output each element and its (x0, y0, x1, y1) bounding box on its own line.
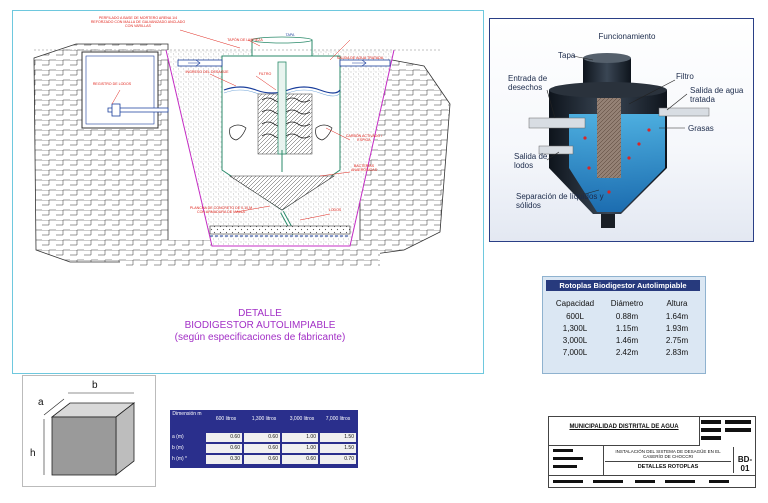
rotoplas-table: Rotoplas Biodigestor Autolimpiable Capac… (542, 276, 706, 374)
func-label-salida-agua: Salida de agua tratada (690, 86, 744, 104)
dim-cell: 0.60 (244, 455, 280, 464)
rotoplas-cell: 2.75m (665, 336, 689, 345)
dim-table-header: 7,000 litros (325, 416, 351, 422)
func-label-tapa: Tapa (558, 51, 576, 60)
label-tapon: TAPÓN DE LIMPIEZA (227, 38, 263, 42)
title-block-code: BD-01 (737, 455, 753, 473)
func-label-entrada: Entrada de desechos (508, 74, 548, 92)
dim-label-b: b (92, 380, 98, 391)
detail-line-2: BIODIGESTOR AUTOLIMPIABLE (184, 320, 336, 331)
label-registro: REGISTRO DE LODOS (92, 82, 132, 86)
rotoplas-cell: 3,000L (562, 336, 588, 345)
title-block-sheet: DETALLES ROTOPLAS (637, 464, 699, 470)
rotoplas-cell: 7,000L (562, 348, 588, 357)
rotoplas-header-diametro: Diámetro (610, 299, 644, 308)
title-block-bar (701, 436, 721, 440)
rotoplas-header-capacidad: Capacidad (555, 299, 595, 308)
dim-cell: 0.30 (206, 455, 242, 464)
box-dimensions-frame (22, 375, 156, 487)
sludge-cone (228, 175, 336, 211)
dim-label-a: a (38, 397, 44, 408)
title-block-org-cell: MUNICIPALIDAD DISTRITAL DE AGUA (549, 417, 700, 446)
func-label-grasas: Grasas (688, 124, 714, 133)
title-block-footer (549, 475, 755, 488)
dim-row-label: h (m) * (172, 456, 187, 462)
label-plancha: PLANCHA DE CONCRETO DE 0.10 M CON ARMADU… (189, 206, 253, 214)
title-block-bar (725, 428, 751, 432)
title-block-code-cell: BD-01 (733, 447, 756, 473)
dimension-table: Dimensión m 600 litros 1,300 litros 3,00… (170, 410, 358, 468)
label-tapa: TAPA (285, 33, 295, 37)
label-top-note: PERFILADO A BASE DE MORTERO ARENA 1/4 RE… (90, 16, 186, 28)
dim-cell: 1.50 (320, 444, 356, 453)
label-lodos: LODOS (328, 208, 342, 212)
title-block-project-cell: INSTALACIÓN DEL SISTEMA DE DESAGÜE EN EL… (605, 447, 731, 462)
dim-cell: 1.50 (320, 433, 356, 442)
dim-cell: 0.60 (244, 444, 280, 453)
title-block-bar (701, 428, 721, 432)
title-block-org: MUNICIPALIDAD DISTRITAL DE AGUA (569, 424, 679, 430)
label-ingreso: INGRESO DEL DESAGÜE (185, 70, 229, 74)
rotoplas-cell: 2.83m (665, 348, 689, 357)
excavation-line (165, 49, 395, 247)
rotoplas-cell: 1.46m (615, 336, 639, 345)
func-label-separacion: Separación de líquidos y sólidos (516, 192, 604, 210)
title-block-left-cell (549, 445, 604, 475)
label-salida-agua: SALIDA DE AGUA TRATADA (336, 56, 384, 60)
label-bacterias: BACTERIAS ANAERÓBICAS (351, 164, 377, 172)
dim-cell: 1.00 (282, 433, 318, 442)
cad-drawing-frame (12, 10, 484, 374)
dim-table-header: 3,000 litros (289, 416, 315, 422)
dim-cell: 0.60 (282, 455, 318, 464)
title-block-bar (725, 420, 751, 424)
detail-caption: DETALLE BIODIGESTOR AUTOLIMPIABLE (según… (160, 308, 360, 344)
title-block-bar (701, 420, 721, 424)
dim-cell: 0.60 (244, 433, 280, 442)
box-dimensions-drawing (43, 392, 136, 476)
rotoplas-table-title: Rotoplas Biodigestor Autolimpiable (546, 280, 700, 291)
label-filtro: FILTRO (258, 72, 272, 76)
dim-cell: 0.60 (206, 433, 242, 442)
rotoplas-cell: 1,300L (562, 324, 588, 333)
title-block-sheet-cell: DETALLES ROTOPLAS (605, 463, 731, 473)
rotoplas-cell: 1.64m (665, 312, 689, 321)
dim-cell: 0.70 (320, 455, 356, 464)
func-title: Funcionamiento (598, 32, 656, 41)
detail-line-3: (según especificaciones de fabricante) (174, 332, 346, 343)
rotoplas-cell: 2.42m (615, 348, 639, 357)
rotoplas-header-altura: Altura (666, 299, 688, 308)
dim-table-header: 1,300 litros (251, 416, 277, 422)
dim-cell: 0.60 (206, 444, 242, 453)
dim-row-label: b (m) (172, 445, 184, 451)
rotoplas-cell: 0.88m (615, 312, 639, 321)
func-label-salida-lodos: Salida de lodos (514, 152, 548, 170)
rotoplas-cell: 1.15m (615, 324, 639, 333)
water-line (223, 86, 341, 94)
funcionamiento-illustration (528, 53, 710, 228)
title-block: MUNICIPALIDAD DISTRITAL DE AGUA INSTALAC… (548, 416, 756, 488)
dim-table-header-first: Dimensión m (172, 411, 202, 417)
leader-lines (111, 29, 351, 221)
label-carbon: CARBÓN ACTIVADO / ESPIGA (345, 134, 383, 142)
dim-label-h: h (30, 448, 36, 459)
soil-bottom (120, 240, 380, 268)
dim-cell: 1.00 (282, 444, 318, 453)
rotoplas-cell: 1.93m (665, 324, 689, 333)
detail-line-1: DETALLE (238, 308, 282, 319)
carbon-chunks (229, 124, 247, 141)
rotoplas-cell: 600L (566, 312, 584, 321)
concrete-slab (209, 225, 351, 235)
func-label-filtro: Filtro (676, 72, 694, 81)
dim-row-label: a (m) (172, 434, 184, 440)
title-block-project: INSTALACIÓN DEL SISTEMA DE DESAGÜE EN EL… (615, 449, 721, 459)
dim-table-header: 600 litros (215, 416, 237, 422)
